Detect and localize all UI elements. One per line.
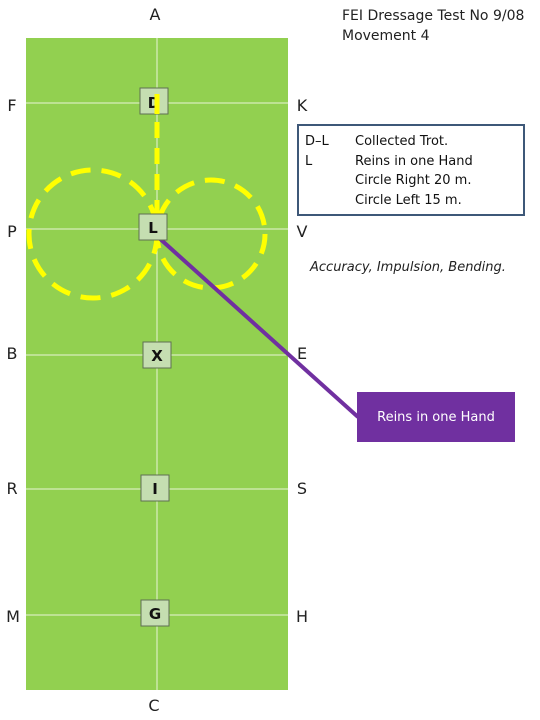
letter-a: A (149, 5, 161, 24)
letter-b: B (6, 344, 18, 363)
info-row-text: Collected Trot. (355, 134, 449, 149)
marker-l-label: L (148, 219, 158, 237)
marker-g-label: G (149, 605, 161, 623)
info-row-text: Circle Left 15 m. (355, 192, 462, 208)
reins-callout: Reins in one Hand (357, 392, 515, 442)
letter-k: K (296, 96, 308, 115)
judging-notes: Accuracy, Impulsion, Bending. (310, 260, 506, 275)
test-title-line1: FEI Dressage Test No 9/08 (342, 8, 525, 24)
marker-l: L (138, 213, 168, 241)
letter-m: M (6, 607, 20, 626)
marker-x: X (142, 341, 172, 369)
info-row-text: Circle Right 20 m. (355, 173, 472, 188)
movement-info-box: D–L Collected Trot. L Reins in one Hand … (297, 124, 525, 216)
reins-callout-label: Reins in one Hand (377, 409, 495, 425)
marker-x-label: X (151, 347, 163, 365)
marker-g: G (140, 599, 170, 627)
info-row: Circle Right 20 m. (305, 171, 523, 191)
letter-p: P (7, 222, 17, 241)
letter-c: C (148, 696, 160, 715)
info-row-code: D–L (305, 134, 329, 149)
test-title: FEI Dressage Test No 9/08 Movement 4 (342, 6, 532, 46)
marker-i: I (140, 474, 170, 502)
info-row-code (305, 191, 355, 211)
letter-h: H (295, 607, 309, 626)
info-row: D–L Collected Trot. (305, 132, 523, 152)
letter-f: F (7, 96, 17, 115)
letter-s: S (296, 479, 308, 498)
marker-d: D (139, 87, 169, 115)
callout-line (156, 235, 360, 419)
letter-r: R (6, 479, 18, 498)
info-row-code (305, 171, 355, 191)
info-row: L Reins in one Hand (305, 152, 523, 172)
test-title-line2: Movement 4 (342, 28, 430, 44)
marker-i-label: I (152, 480, 158, 498)
letter-e: E (296, 344, 308, 363)
info-row: Circle Left 15 m. (305, 191, 523, 211)
info-row-code: L (305, 153, 313, 169)
info-row-text: Reins in one Hand (355, 153, 473, 169)
letter-v: V (296, 222, 308, 241)
